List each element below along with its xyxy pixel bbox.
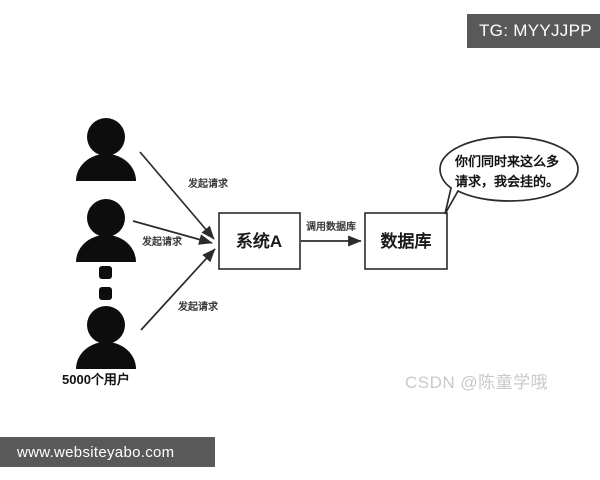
request-arrow-top	[139, 151, 215, 240]
request-label-middle: 发起请求	[141, 235, 183, 248]
node-system-a-label: 系统A	[236, 231, 282, 251]
users-count-label: 5000个用户	[62, 372, 130, 387]
speech-bubble: 你们同时来这么多 请求，我会挂的。	[439, 136, 579, 215]
db-call-label: 调用数据库	[306, 220, 356, 233]
speech-bubble-line-2: 请求，我会挂的。	[455, 174, 559, 189]
tg-handle-badge: TG: MYYJJPP	[467, 14, 600, 48]
csdn-watermark: CSDN @陈童学哦	[405, 373, 549, 392]
user-icon-top	[76, 118, 136, 181]
node-database-box	[364, 212, 448, 270]
user-icon-bottom	[76, 306, 136, 369]
user-icon-middle	[76, 199, 136, 262]
speech-bubble-line-1: 你们同时来这么多	[454, 154, 559, 169]
request-label-bottom: 发起请求	[177, 300, 219, 313]
request-arrow-middle	[132, 220, 213, 245]
website-url-badge: www.websiteyabo.com	[0, 437, 215, 467]
request-arrow-bottom	[140, 248, 216, 331]
request-label-top: 发起请求	[187, 177, 229, 190]
node-system-a-box	[218, 212, 301, 270]
node-database-label: 数据库	[381, 231, 432, 251]
